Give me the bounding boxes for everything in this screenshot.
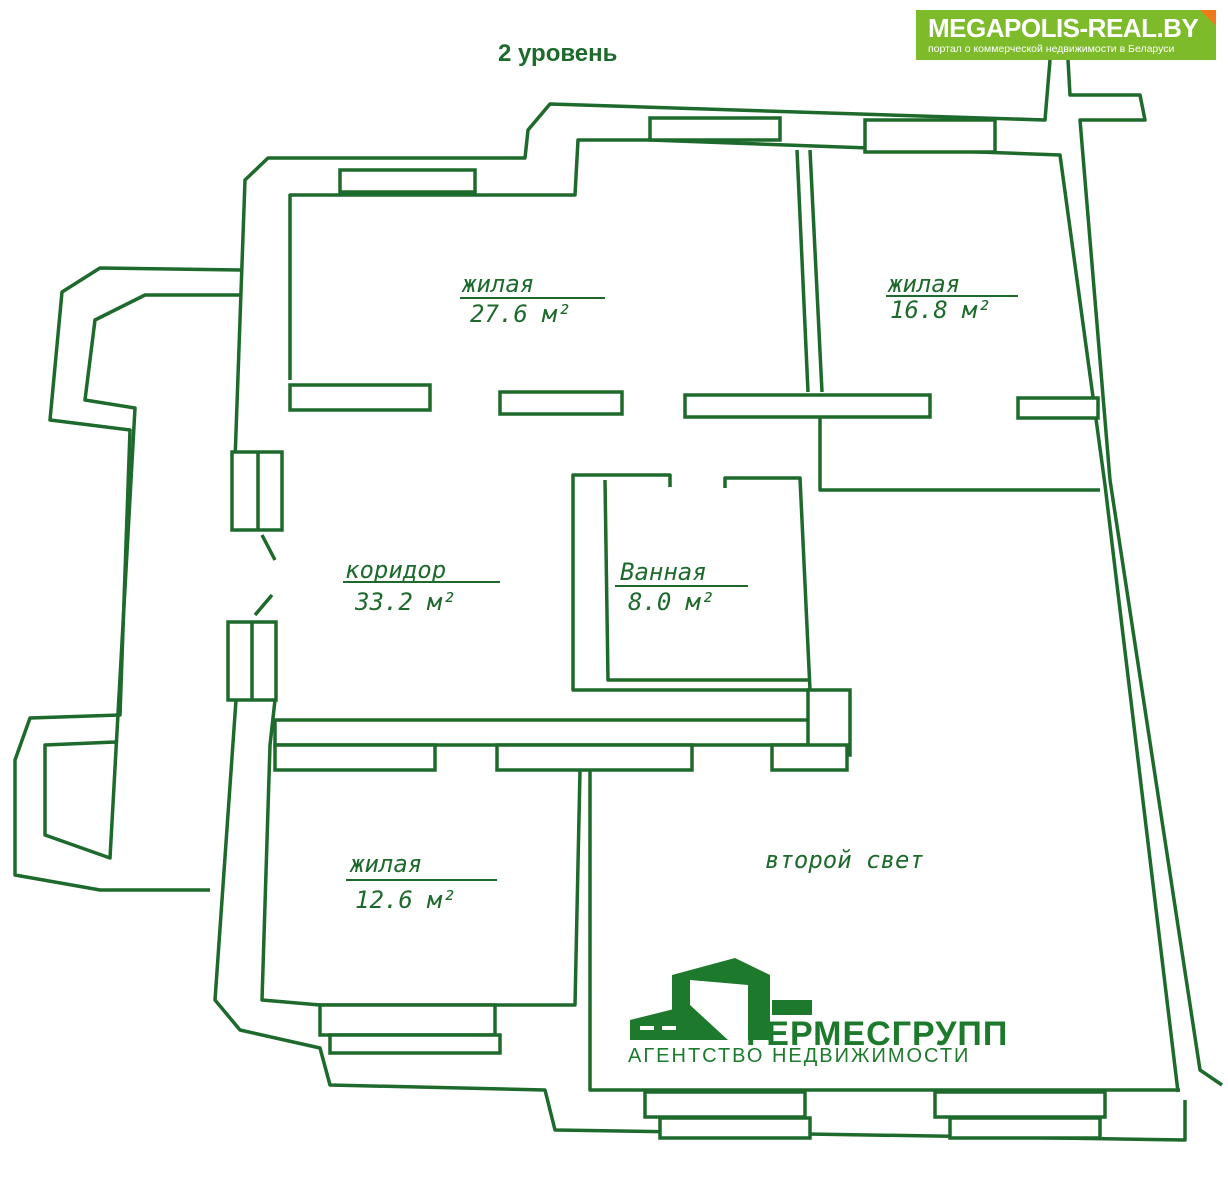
room-3-area: 12.6 м² xyxy=(355,886,456,914)
corridor-area: 33.2 м² xyxy=(354,588,456,616)
room-1-area: 27.6 м² xyxy=(470,300,571,328)
agency-logo: ГЕРМЕСГРУПП АГЕНТСТВО НЕДВИЖИМОСТИ xyxy=(628,955,1128,1070)
badge-tagline: портал о коммерческой недвижимости в Бел… xyxy=(928,43,1175,55)
room-2-name: жилая xyxy=(887,270,960,298)
level-title: 2 уровень xyxy=(498,40,618,67)
agency-name: ГЕРМЕСГРУПП xyxy=(746,1015,1009,1053)
badge-name: MEGAPOLIS-REAL.BY xyxy=(928,13,1199,43)
corridor-name: коридор xyxy=(345,556,446,584)
second-light-label: второй свет xyxy=(765,846,924,874)
walls xyxy=(13,59,1223,1142)
bathroom-area: 8.0 м² xyxy=(628,588,715,616)
room-3-name: жилая xyxy=(349,850,422,878)
megapolis-badge[interactable]: MEGAPOLIS-REAL.BY портал о коммерческой … xyxy=(916,10,1216,60)
room-labels: жилая 27.6 м² жилая 16.8 м² коридор 33.2… xyxy=(343,270,1018,914)
room-1-name: жилая xyxy=(461,270,534,298)
bathroom-name: Ванная xyxy=(620,558,707,586)
agency-subtitle: АГЕНТСТВО НЕДВИЖИМОСТИ xyxy=(628,1045,971,1067)
agency-logo-building xyxy=(630,958,812,1040)
badge-corner xyxy=(1200,10,1216,26)
room-2-area: 16.8 м² xyxy=(890,296,991,324)
